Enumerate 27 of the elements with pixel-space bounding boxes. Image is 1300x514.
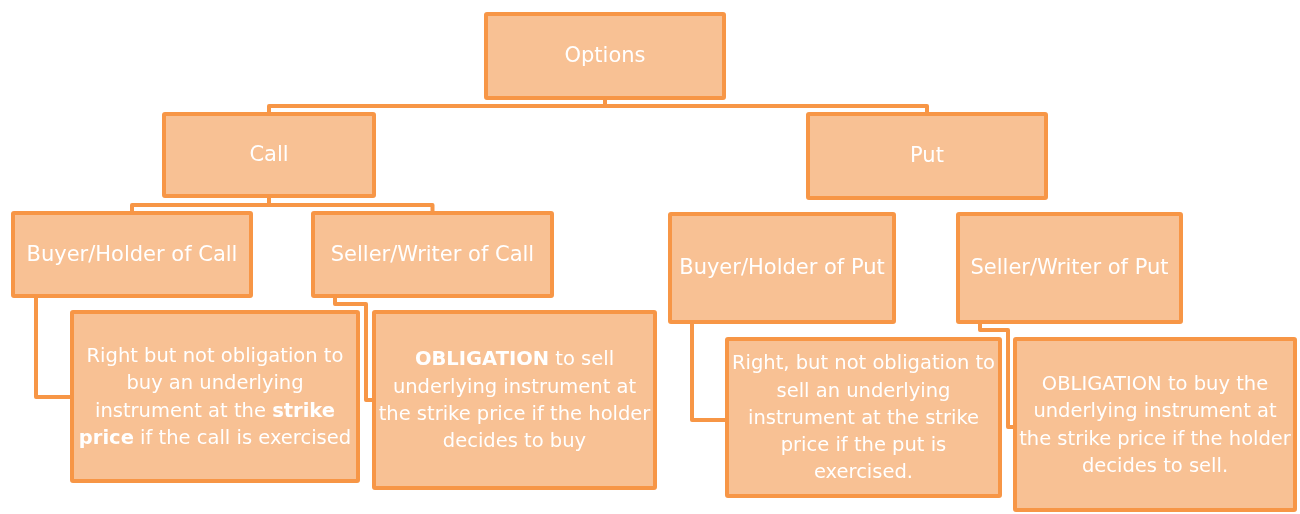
box [311,211,554,298]
box-text: Seller/Writer of Call [330,240,535,268]
connector-line [333,298,372,402]
box [162,112,376,198]
box [956,212,1183,324]
box [372,310,657,490]
box [1013,337,1297,512]
box-text: Call [249,141,289,169]
box [725,337,1002,498]
box-text: Options [564,42,646,70]
box [484,12,726,100]
box [11,211,253,298]
box-text: Right but not obligation to buy an underlying instrument at the strike price if the call is exercised [77,342,353,451]
box [806,112,1048,200]
connector-line [34,298,70,399]
connector-line [267,198,435,211]
connector-line [690,324,725,422]
box-text: OBLIGATION to buy the underlying instrument at the strike price if the holder decides to sell. [1019,370,1291,479]
box [668,212,896,324]
connector-line [978,324,1013,429]
box-text: Seller/Writer of Put [970,254,1169,282]
box-text: Put [910,142,944,170]
box-text: Right, but not obligation to sell an underlying instrument at the strike price if the put is exercised. [731,350,996,486]
box [70,310,360,483]
box-text: OBLIGATION to sell underlying instrument at the strike price if the holder decides to buy [378,346,651,455]
box-text: Buyer/Holder of Call [26,240,238,268]
box-text: Buyer/Holder of Put [679,254,885,282]
